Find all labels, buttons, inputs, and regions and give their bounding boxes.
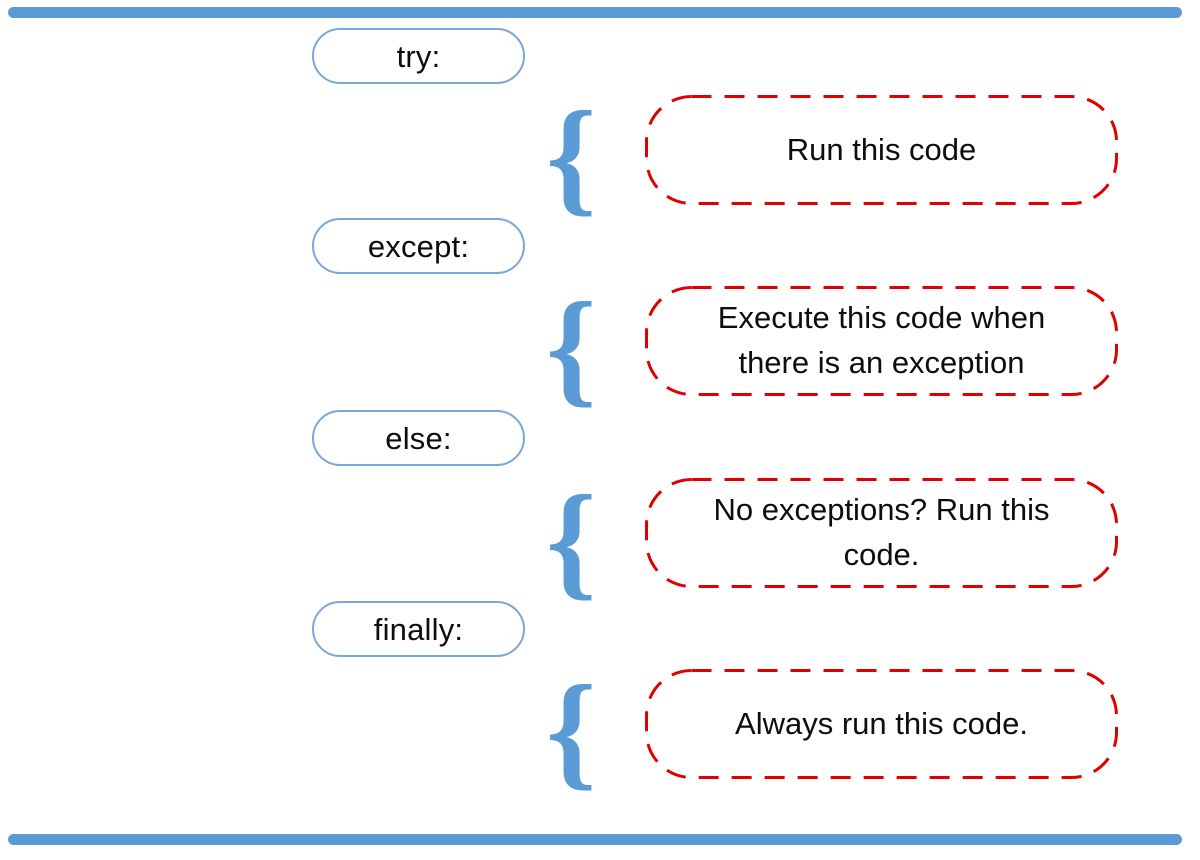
keyword-label: finally: (373, 611, 464, 647)
keyword-pill-finally[interactable]: finally: (312, 601, 525, 657)
code-callout-text: Run this code (786, 131, 977, 167)
curly-brace-icon: { (546, 276, 597, 418)
bottom-divider-bar (8, 834, 1182, 845)
code-callout-text: No exceptions? Run this code. (713, 492, 1050, 572)
top-divider-bar (8, 7, 1182, 18)
keyword-pill-else[interactable]: else: (312, 410, 525, 466)
curly-brace-icon: { (546, 85, 597, 227)
keyword-label: try: (396, 38, 441, 74)
code-callout-try: Run this code (645, 95, 1118, 205)
keyword-pill-except[interactable]: except: (312, 218, 525, 274)
curly-brace-icon: { (546, 659, 597, 801)
code-callout-except: Execute this code when there is an excep… (645, 286, 1118, 396)
keyword-pill-try[interactable]: try: (312, 28, 525, 84)
code-callout-text: Always run this code. (735, 705, 1028, 741)
code-callout-else: No exceptions? Run this code. (645, 478, 1118, 588)
keyword-label: else: (385, 420, 452, 456)
keyword-label: except: (367, 228, 470, 264)
code-callout-finally: Always run this code. (645, 669, 1118, 779)
code-callout-text: Execute this code when there is an excep… (717, 300, 1046, 380)
curly-brace-icon: { (546, 469, 597, 611)
